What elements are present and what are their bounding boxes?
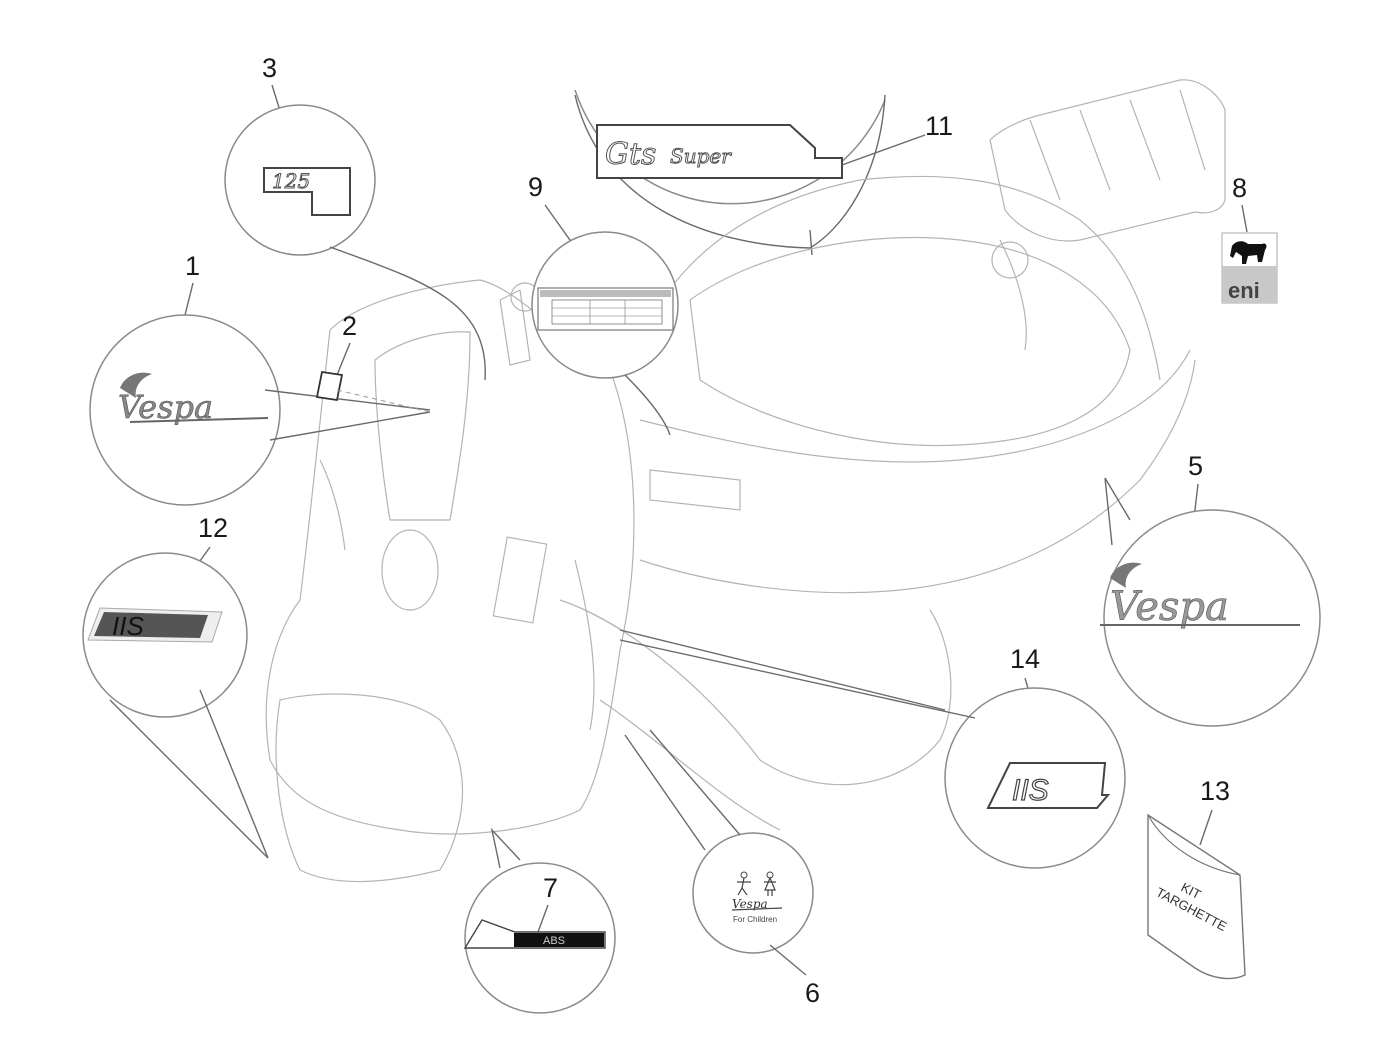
child-figure-icon: [764, 876, 776, 896]
callout-circle: [1103, 509, 1321, 727]
callout-11: Gts Super 11: [574, 89, 953, 256]
for-children-text: For Children: [733, 915, 777, 924]
label-header: [540, 290, 671, 297]
leader-line: [336, 342, 351, 376]
vespa-logo-text: Vespa: [118, 388, 213, 426]
super-text: Super: [670, 144, 732, 168]
part-number: 7: [543, 873, 558, 903]
callout-7: 7 ABS: [463, 827, 616, 1014]
callout-5: 5 Vespa: [1100, 451, 1321, 727]
part-number: 5: [1188, 451, 1203, 481]
callout-1: 1 Vespa: [89, 251, 431, 506]
callout-pointer: [624, 374, 671, 436]
abs-text: ABS: [543, 935, 565, 947]
callout-pointer: [809, 229, 813, 256]
child-figure-icon: [737, 877, 751, 896]
gts-text: Gts: [605, 137, 656, 172]
six-legged-dog-icon: [1230, 241, 1267, 264]
callout-circle: [692, 832, 814, 954]
part-number: 8: [1232, 173, 1247, 203]
badge-125-text: 125: [272, 169, 310, 193]
callout-13: 13 KIT TARGHETTE: [1147, 776, 1246, 980]
vespa-logo-mark: [120, 372, 152, 398]
abs-badge: [514, 933, 604, 947]
part-number: 14: [1010, 644, 1040, 674]
callout-12: 12 IIS: [82, 513, 269, 859]
eni-bottom: [1222, 266, 1277, 303]
vespa-underline: [129, 417, 269, 423]
callout-pointer: [329, 246, 486, 381]
scooter-outline: [265, 79, 1226, 883]
callout-pointer: [624, 729, 741, 851]
callout-pointer: [264, 389, 431, 441]
dashed-leader: [336, 389, 431, 413]
callout-14: 14 IIS: [619, 629, 1126, 869]
part-number: 2: [342, 311, 357, 341]
kit-bag-flap: [1147, 814, 1241, 876]
small-plate: [315, 370, 344, 402]
leader-line: [769, 944, 807, 976]
leader-line: [537, 904, 549, 933]
vespa-text: Vespa: [732, 897, 768, 911]
callout-pointer: [490, 827, 521, 869]
leader-line: [1199, 809, 1213, 846]
callout-circle-arc: [809, 94, 886, 249]
iis-outline-emblem: [986, 762, 1111, 809]
leader-line: [1241, 204, 1248, 233]
iis-emblem: [94, 612, 208, 638]
vespa-logo-mark: [1110, 562, 1142, 588]
iis-text: IIS: [112, 611, 144, 641]
part-number: 9: [528, 172, 543, 202]
callout-9: 9: [528, 172, 679, 436]
eni-text: eni: [1228, 278, 1260, 303]
callout-pointer: [619, 629, 976, 719]
callout-pointer: [109, 689, 269, 859]
part-number: 1: [185, 251, 200, 281]
part-number: 11: [925, 111, 953, 141]
badge-125: [263, 167, 351, 216]
callout-2: 2: [315, 311, 431, 413]
label-table: [551, 299, 663, 325]
callout-3: 3 125: [224, 53, 486, 381]
iis-outline-text: IIS: [1012, 774, 1049, 807]
callout-8: 8 eni: [1221, 173, 1278, 304]
callout-6: 6 Vespa For Children: [624, 729, 820, 1008]
callout-circle: [89, 314, 281, 506]
callout-pointer: [1104, 477, 1131, 546]
gts-super-badge: [596, 124, 843, 179]
vespa-logo-text: Vespa: [1110, 584, 1229, 630]
kit-bag: [1147, 813, 1246, 980]
part-number: 13: [1200, 776, 1230, 806]
part-number: 12: [198, 513, 228, 543]
part-number: 3: [262, 53, 277, 83]
callout-circle-arc: [574, 94, 811, 249]
part-number: 6: [805, 978, 820, 1008]
leader-line: [841, 134, 926, 166]
